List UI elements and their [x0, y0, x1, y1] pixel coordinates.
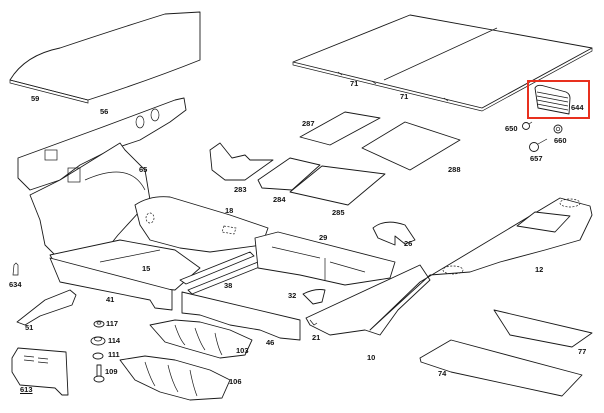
part-29-tunnel[interactable] — [254, 231, 396, 286]
label-65[interactable]: 65 — [139, 165, 148, 174]
label-32[interactable]: 32 — [288, 291, 297, 300]
label-77[interactable]: 77 — [578, 347, 587, 356]
label-12[interactable]: 12 — [535, 265, 544, 274]
part-106-heat-shield[interactable] — [119, 355, 231, 401]
label-284[interactable]: 284 — [273, 195, 286, 204]
part-12-parcel-shelf[interactable] — [369, 197, 593, 331]
label-46[interactable]: 46 — [266, 338, 275, 347]
label-51[interactable]: 51 — [25, 323, 34, 332]
label-10[interactable]: 10 — [367, 353, 376, 362]
part-660-nut[interactable] — [553, 124, 563, 134]
label-613[interactable]: 613 — [20, 385, 33, 394]
part-21-clip[interactable] — [309, 319, 318, 326]
part-613-cover[interactable] — [11, 347, 69, 396]
part-26-cap[interactable] — [372, 221, 416, 246]
label-74[interactable]: 74 — [438, 369, 447, 378]
part-109-bolt[interactable] — [93, 364, 105, 383]
label-71-b[interactable]: 71 — [400, 92, 409, 101]
label-283[interactable]: 283 — [234, 185, 247, 194]
label-15[interactable]: 15 — [142, 264, 151, 273]
label-287[interactable]: 287 — [302, 119, 315, 128]
label-117[interactable]: 117 — [106, 319, 119, 328]
part-650-clip[interactable] — [522, 121, 533, 130]
part-634-clip[interactable] — [12, 262, 19, 276]
part-56-firewall-upper[interactable] — [17, 97, 187, 191]
label-657[interactable]: 657 — [530, 154, 543, 163]
label-650[interactable]: 650 — [505, 124, 518, 133]
label-106[interactable]: 106 — [229, 377, 242, 386]
part-285-mat[interactable] — [289, 165, 386, 206]
part-51-bracket[interactable] — [16, 289, 77, 326]
part-41-side-trim[interactable] — [49, 257, 173, 311]
label-38[interactable]: 38 — [224, 281, 233, 290]
label-59[interactable]: 59 — [31, 94, 40, 103]
part-10-trunk-liner[interactable] — [305, 264, 431, 336]
part-77-trunk-side[interactable] — [493, 309, 593, 348]
label-103[interactable]: 103 — [236, 346, 249, 355]
part-117-washer[interactable] — [93, 320, 105, 328]
label-56[interactable]: 56 — [100, 107, 109, 116]
part-657-rivet[interactable] — [529, 138, 548, 152]
part-287-mat[interactable] — [299, 111, 381, 146]
part-71-roof-liner[interactable] — [292, 14, 593, 112]
label-114[interactable]: 114 — [108, 336, 121, 345]
part-74-trunk-floor[interactable] — [419, 339, 583, 397]
label-41[interactable]: 41 — [106, 295, 115, 304]
label-634[interactable]: 634 — [9, 280, 22, 289]
label-109[interactable]: 109 — [105, 367, 118, 376]
part-32-wedge[interactable] — [302, 289, 326, 305]
label-285[interactable]: 285 — [332, 208, 345, 217]
part-59-hood-mat[interactable] — [9, 11, 201, 104]
part-283-footrest-mat[interactable] — [209, 142, 274, 181]
label-26[interactable]: 26 — [404, 239, 413, 248]
part-284-mat[interactable] — [257, 157, 321, 191]
part-46-side-trim[interactable] — [181, 291, 301, 341]
label-18[interactable]: 18 — [225, 206, 234, 215]
label-644[interactable]: 644 — [571, 103, 584, 112]
label-111[interactable]: 111 — [108, 350, 120, 359]
part-18-floor-center[interactable] — [134, 196, 269, 253]
label-71-a[interactable]: 71 — [350, 79, 359, 88]
label-29[interactable]: 29 — [319, 233, 328, 242]
label-288[interactable]: 288 — [448, 165, 461, 174]
label-660[interactable]: 660 — [554, 136, 567, 145]
part-644-vent-grille[interactable] — [534, 84, 571, 115]
label-21[interactable]: 21 — [312, 333, 321, 342]
part-65-firewall-lower[interactable] — [29, 142, 151, 256]
part-114-grommet[interactable] — [90, 336, 106, 346]
part-288-trunk-mat[interactable] — [361, 121, 461, 171]
part-111-washer[interactable] — [92, 352, 104, 360]
part-103-heat-shield[interactable] — [149, 319, 253, 359]
